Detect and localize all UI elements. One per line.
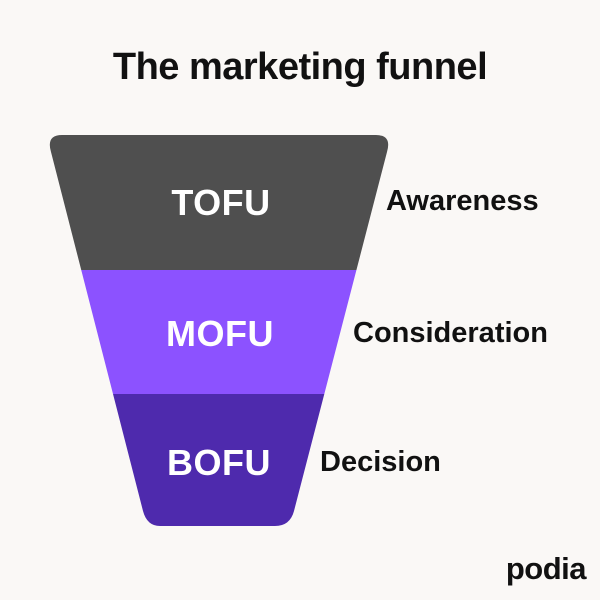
funnel-stage-tofu	[49, 135, 389, 270]
diagram-title: The marketing funnel	[112, 46, 488, 88]
stage-abbr-tofu: TOFU	[171, 182, 271, 223]
stage-label-awareness: Awareness	[386, 185, 539, 217]
stage-abbr-mofu: MOFU	[166, 313, 274, 354]
stage-label-consideration: Consideration	[353, 317, 548, 349]
stage-abbr-bofu: BOFU	[167, 442, 271, 483]
brand-logo: podia	[505, 551, 587, 586]
stage-label-decision: Decision	[320, 446, 441, 478]
